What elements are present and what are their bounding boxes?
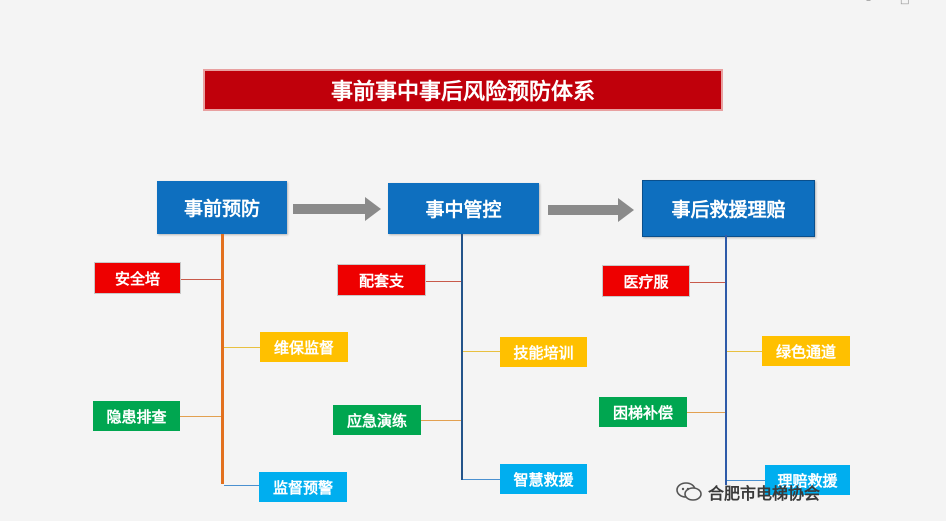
node-hazard-inspection: 隐患排查 (93, 401, 180, 431)
trunk-line-col3 (725, 235, 727, 485)
node-supervision-warning: 监督预警 (259, 472, 347, 502)
branch-line (224, 485, 260, 486)
arrow-right-icon (293, 197, 381, 221)
node-claims-rescue: 理赔救援 (765, 465, 850, 495)
wechat-icon (676, 482, 702, 501)
node-trapped-compensation: 困梯补偿 (599, 397, 687, 427)
branch-line (180, 279, 221, 280)
branch-line (463, 479, 500, 480)
node-supporting-facilities: 配套支 (337, 264, 426, 296)
branch-line (727, 480, 765, 481)
watermark: 合肥市电梯协会 (676, 480, 820, 504)
arrow-right-icon (548, 198, 634, 222)
branch-line (463, 351, 500, 352)
branch-line (179, 416, 221, 417)
node-smart-rescue: 智慧救援 (500, 464, 587, 494)
watermark-text: 合肥市电梯协会 (708, 484, 821, 503)
branch-line (687, 412, 725, 413)
branch-line (690, 282, 725, 283)
branch-line (224, 347, 260, 348)
diagram-title: 事前事中事后风险预防体系 (203, 69, 723, 111)
heading-post-rescue-claims: 事后救援理赔 (642, 180, 815, 237)
trunk-line-col1 (221, 234, 224, 484)
branch-line (421, 420, 461, 421)
minimize-icon[interactable]: – (866, 0, 871, 6)
branch-line (727, 351, 762, 352)
node-safety-training: 安全培 (94, 262, 181, 294)
heading-pre-prevention: 事前预防 (157, 181, 287, 234)
trunk-line-col2 (461, 234, 463, 480)
node-skills-training: 技能培训 (500, 337, 587, 367)
node-emergency-drill: 应急演练 (333, 405, 421, 435)
maximize-icon[interactable]: □ (900, 0, 910, 6)
node-maintenance-supervision: 维保监督 (260, 332, 348, 362)
heading-in-process-control: 事中管控 (388, 183, 539, 234)
branch-line (426, 281, 461, 282)
node-medical-service: 医疗服 (602, 265, 690, 297)
node-green-channel: 绿色通道 (762, 336, 850, 366)
